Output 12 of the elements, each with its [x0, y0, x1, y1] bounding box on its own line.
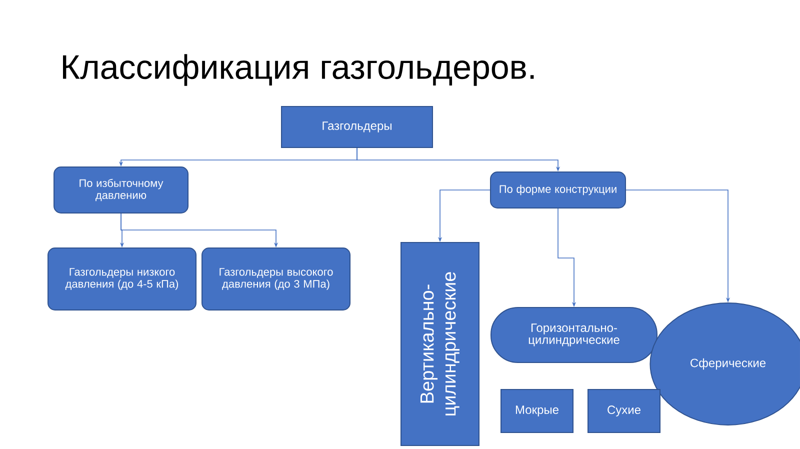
process-box: Газгольдеры — [281, 106, 433, 148]
rounded-box: Газгольдеры низкого давления (до 4-5 кПа) — [48, 248, 196, 310]
node-label: Сферические — [690, 358, 766, 370]
rounded-box: По избыточному давлению — [54, 166, 188, 214]
title: Классификация газгольдеров. — [63, 54, 534, 86]
process-box: Сухие — [588, 389, 660, 433]
process-box: Мокрые — [500, 389, 574, 433]
rounded-box: Горизонтально-цилиндрические — [490, 307, 658, 363]
ellipse-node: Сферические — [650, 302, 800, 426]
rounded-box: По форме конструкции — [490, 172, 626, 208]
rounded-box: Газгольдеры высокого давления (до 3 МПа) — [202, 248, 350, 310]
process-box: Вертикально-цилиндрические — [400, 242, 480, 446]
